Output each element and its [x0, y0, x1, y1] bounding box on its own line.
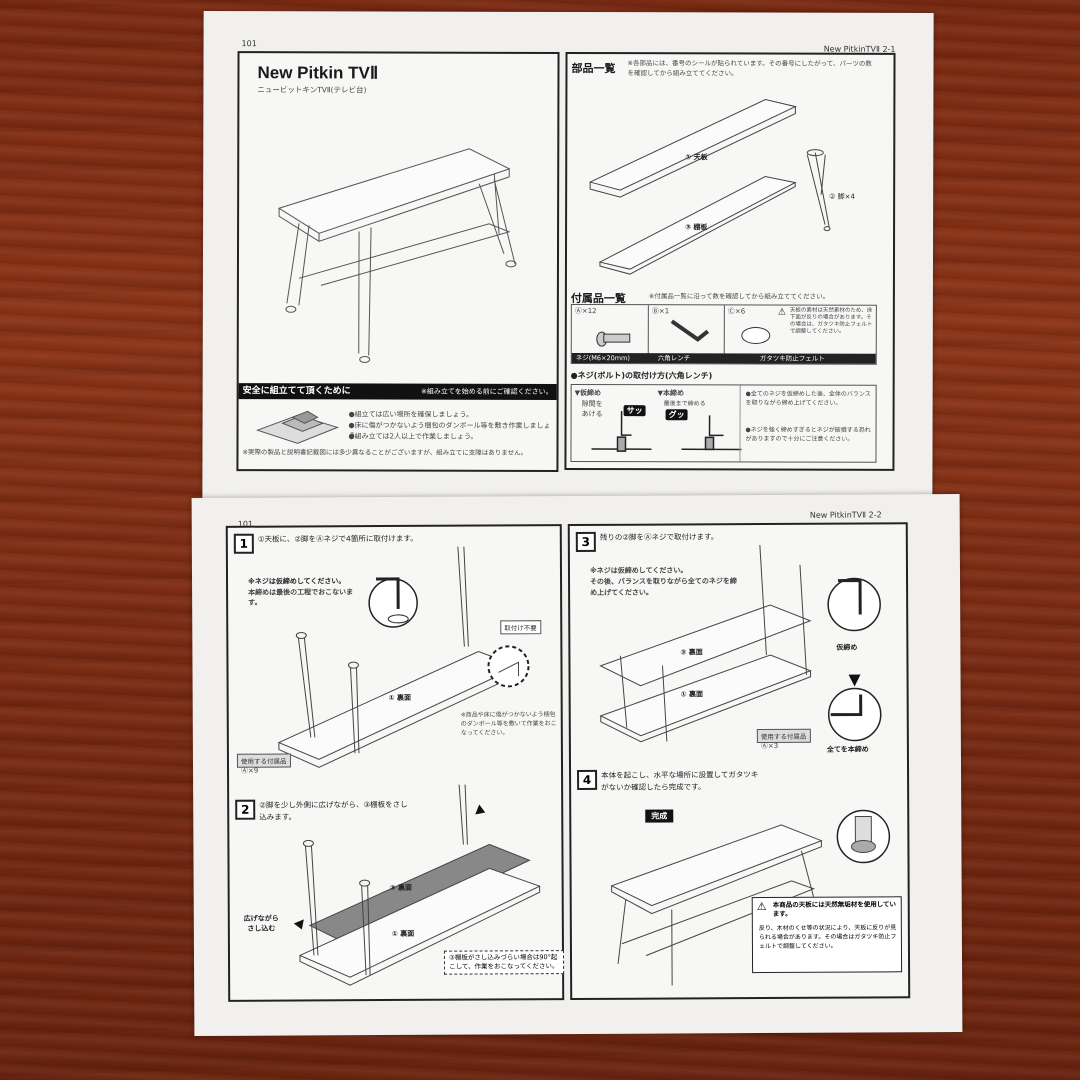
instruction-sheet-page-1: 101 New PitkinTVⅡ 2-1 New Pitkin TVⅡ ニュー… — [202, 11, 934, 500]
step-3-number: 3 — [575, 531, 596, 553]
final-tighten-label: ▼本締め — [657, 389, 685, 398]
screw-icon — [596, 331, 631, 347]
accessories-note: ※付属品一覧に沿って数を確認してから組み立ててください。 — [648, 292, 830, 301]
final-tighten-caption: 全てを本締め — [826, 745, 869, 754]
step-2-illustration — [293, 784, 541, 986]
bolt-section-title: ●ネジ(ボルト)の取付け方(六角レンチ) — [570, 371, 713, 381]
bolt-tightening-diagram — [591, 411, 742, 452]
step-2-spread-label: 広げながら さし込む — [243, 914, 279, 933]
wrench-detail-circle — [368, 577, 418, 628]
step-1-text: ①天板に、②脚をⒶネジで4箇所に取付けます。 — [257, 533, 418, 544]
steps-3-4-panel: 3 残りの②脚をⒶネジで取付けます。 ※ネジは仮締めしてください。 その後、バラ… — [567, 522, 911, 1001]
temp-tighten-label: ▼仮締め — [574, 389, 602, 398]
step-3-part-1: ① 裏面 — [680, 690, 704, 699]
assembled-tv-stand-illustration — [277, 148, 517, 363]
bolt-note-1: ●全てのネジを仮締めした後、全体のバランスを取りながら締め上げてください。 — [745, 390, 871, 407]
sound-effect-1: サッ — [623, 405, 646, 417]
instruction-sheet-page-2: 101 New PitkinTVⅡ 2-2 1 ①天板に、②脚をⒶネジで4箇所に… — [191, 493, 963, 1037]
accessory-c-qty: Ⓒ×6 — [727, 307, 746, 316]
page-number-left: 101 — [241, 39, 257, 49]
page-number-right-2: New PitkinTVⅡ 2-2 — [809, 510, 882, 520]
tightening-detail — [827, 577, 882, 742]
step-4-text: 本体を起こし、水平な場所に設置してガタツキがないか確認したら完成です。 — [601, 770, 759, 792]
accessory-b-name: 六角レンチ — [657, 354, 691, 363]
accessories-table: Ⓐ×12 Ⓑ×1 Ⓒ×6 ネジ(M6×20mm) 六角レンチ ガタツキ防止フェル… — [570, 304, 877, 365]
parts-note: ※各部品には、番号のシールが貼られています。その番号にしたがって、パーツの数を確… — [627, 59, 872, 78]
arrow-icon — [475, 804, 486, 815]
step-2-part-3: ③ 裏面 — [389, 883, 413, 892]
felt-detail-circle — [836, 809, 891, 864]
step-4-illustration — [610, 824, 829, 986]
product-subtitle: ニュービットキンTVⅡ(テレビ台) — [257, 85, 367, 95]
step-4-number: 4 — [577, 769, 598, 790]
steps-1-2-panel: 1 ①天板に、②脚をⒶネジで4箇所に取付けます。 ※ネジは仮締めしてください。 … — [225, 524, 565, 1002]
parts-title: 部品一覧 — [571, 63, 616, 76]
felt-note: 天板の素材は天然素材のため、床下面が反りの場合があります。その場合は、ガタツキ防… — [789, 307, 873, 335]
natural-wood-caution-box: ⚠ 本商品の天板には天然無垢材を使用しています。 反り、木材のくせ等の状況により… — [751, 896, 903, 974]
step-1-warning-sub: 本締めは最後の工程でおこないます。 — [248, 588, 354, 607]
no-install-tag: 取付け不要 — [500, 620, 541, 635]
step-3-text: 残りの②脚をⒶネジで取付けます。 — [599, 532, 719, 542]
step-1-warning: ※ネジは仮締めしてください。 — [248, 577, 346, 586]
temp-tighten-caption: 仮締め — [836, 643, 858, 652]
safety-header: 安全に組立てて頂くために — [242, 386, 351, 397]
step-2-number: 2 — [235, 799, 256, 820]
step-3-illustration — [599, 545, 812, 743]
safety-item-3: ●組み立ては2人以上で作業しましょう。 — [348, 432, 478, 441]
accessory-b-qty: Ⓑ×1 — [651, 307, 670, 316]
safety-header-note: ※組み立てを始める前にご確認ください。 — [421, 387, 553, 396]
step-2-note: ③棚板がさし込みづらい場合は90°起こして、作業をおこなってください。 — [443, 950, 565, 975]
part-1-label: ① 天板 — [685, 153, 708, 162]
no-install-circle — [487, 645, 530, 688]
step-1-part-label: ① 裏面 — [388, 693, 412, 702]
step-1-used-qty: Ⓐ×9 — [241, 766, 259, 775]
warning-triangle-icon: ⚠ — [756, 900, 767, 914]
accessory-a-name: ネジ(M6×20mm) — [575, 354, 630, 363]
sound-effect-2: グッ — [665, 409, 688, 421]
accessory-c-name: ガタツキ防止フェルト — [759, 354, 825, 363]
step-1-floor-note: ※商品や床に傷がつかないよう梱包のダンボール等を敷いて作業をおこなってください。 — [460, 711, 557, 737]
caution-title: 本商品の天板には天然無垢材を使用しています。 — [772, 900, 897, 918]
safety-header-bar: 安全に組立てて頂くために ※組み立てを始める前にご確認ください。 — [238, 383, 557, 400]
parts-list-panel: 部品一覧 ※各部品には、番号のシールが貼られています。その番号にしたがって、パー… — [564, 51, 896, 471]
caution-body: 反り、木材のくせ等の状況により、天板に反りが見られる場合があります。その場合はガ… — [758, 924, 897, 951]
step-2-part-1: ① 裏面 — [391, 929, 415, 938]
step-1-number: 1 — [233, 533, 254, 554]
arrow-icon-left — [293, 919, 304, 930]
bolt-note-2: ●ネジを強く締めすぎるとネジが破損する恐れがありますので十分にご注意ください。 — [745, 426, 871, 443]
step-3-sub: ※ネジは仮締めしてください。 その後、バランスを取りながら全てのネジを締め上げて… — [589, 566, 737, 597]
part-2-label: ② 脚×4 — [829, 192, 855, 201]
bolt-instructions-box: ▼仮締め 隙間を あける ▼本締め 最後まで締める サッ グッ ●全てのネジを仮… — [570, 384, 877, 463]
step-3-used-qty: Ⓐ×3 — [760, 741, 779, 751]
safety-footer-note: ※実際の製品と説明書記載図には多少異なることがございますが、組み立てに支障はあり… — [242, 448, 528, 457]
parts-illustration — [588, 98, 831, 275]
warning-triangle-icon: ⚠ — [777, 307, 786, 318]
product-overview-panel: New Pitkin TVⅡ ニュービットキンTVⅡ(テレビ台) — [236, 51, 560, 472]
accessory-a-qty: Ⓐ×12 — [574, 307, 597, 316]
safety-item-1: ●組立ては広い場所を確保しましょう。 — [348, 410, 474, 419]
part-3-label: ③ 棚板 — [685, 223, 708, 232]
hex-wrench-icon — [670, 319, 710, 342]
felt-pad-icon — [741, 326, 771, 344]
cardboard-illustration — [256, 410, 340, 444]
step-3-part-3: ③ 裏面 — [680, 648, 703, 657]
product-title: New Pitkin TVⅡ — [257, 63, 379, 83]
